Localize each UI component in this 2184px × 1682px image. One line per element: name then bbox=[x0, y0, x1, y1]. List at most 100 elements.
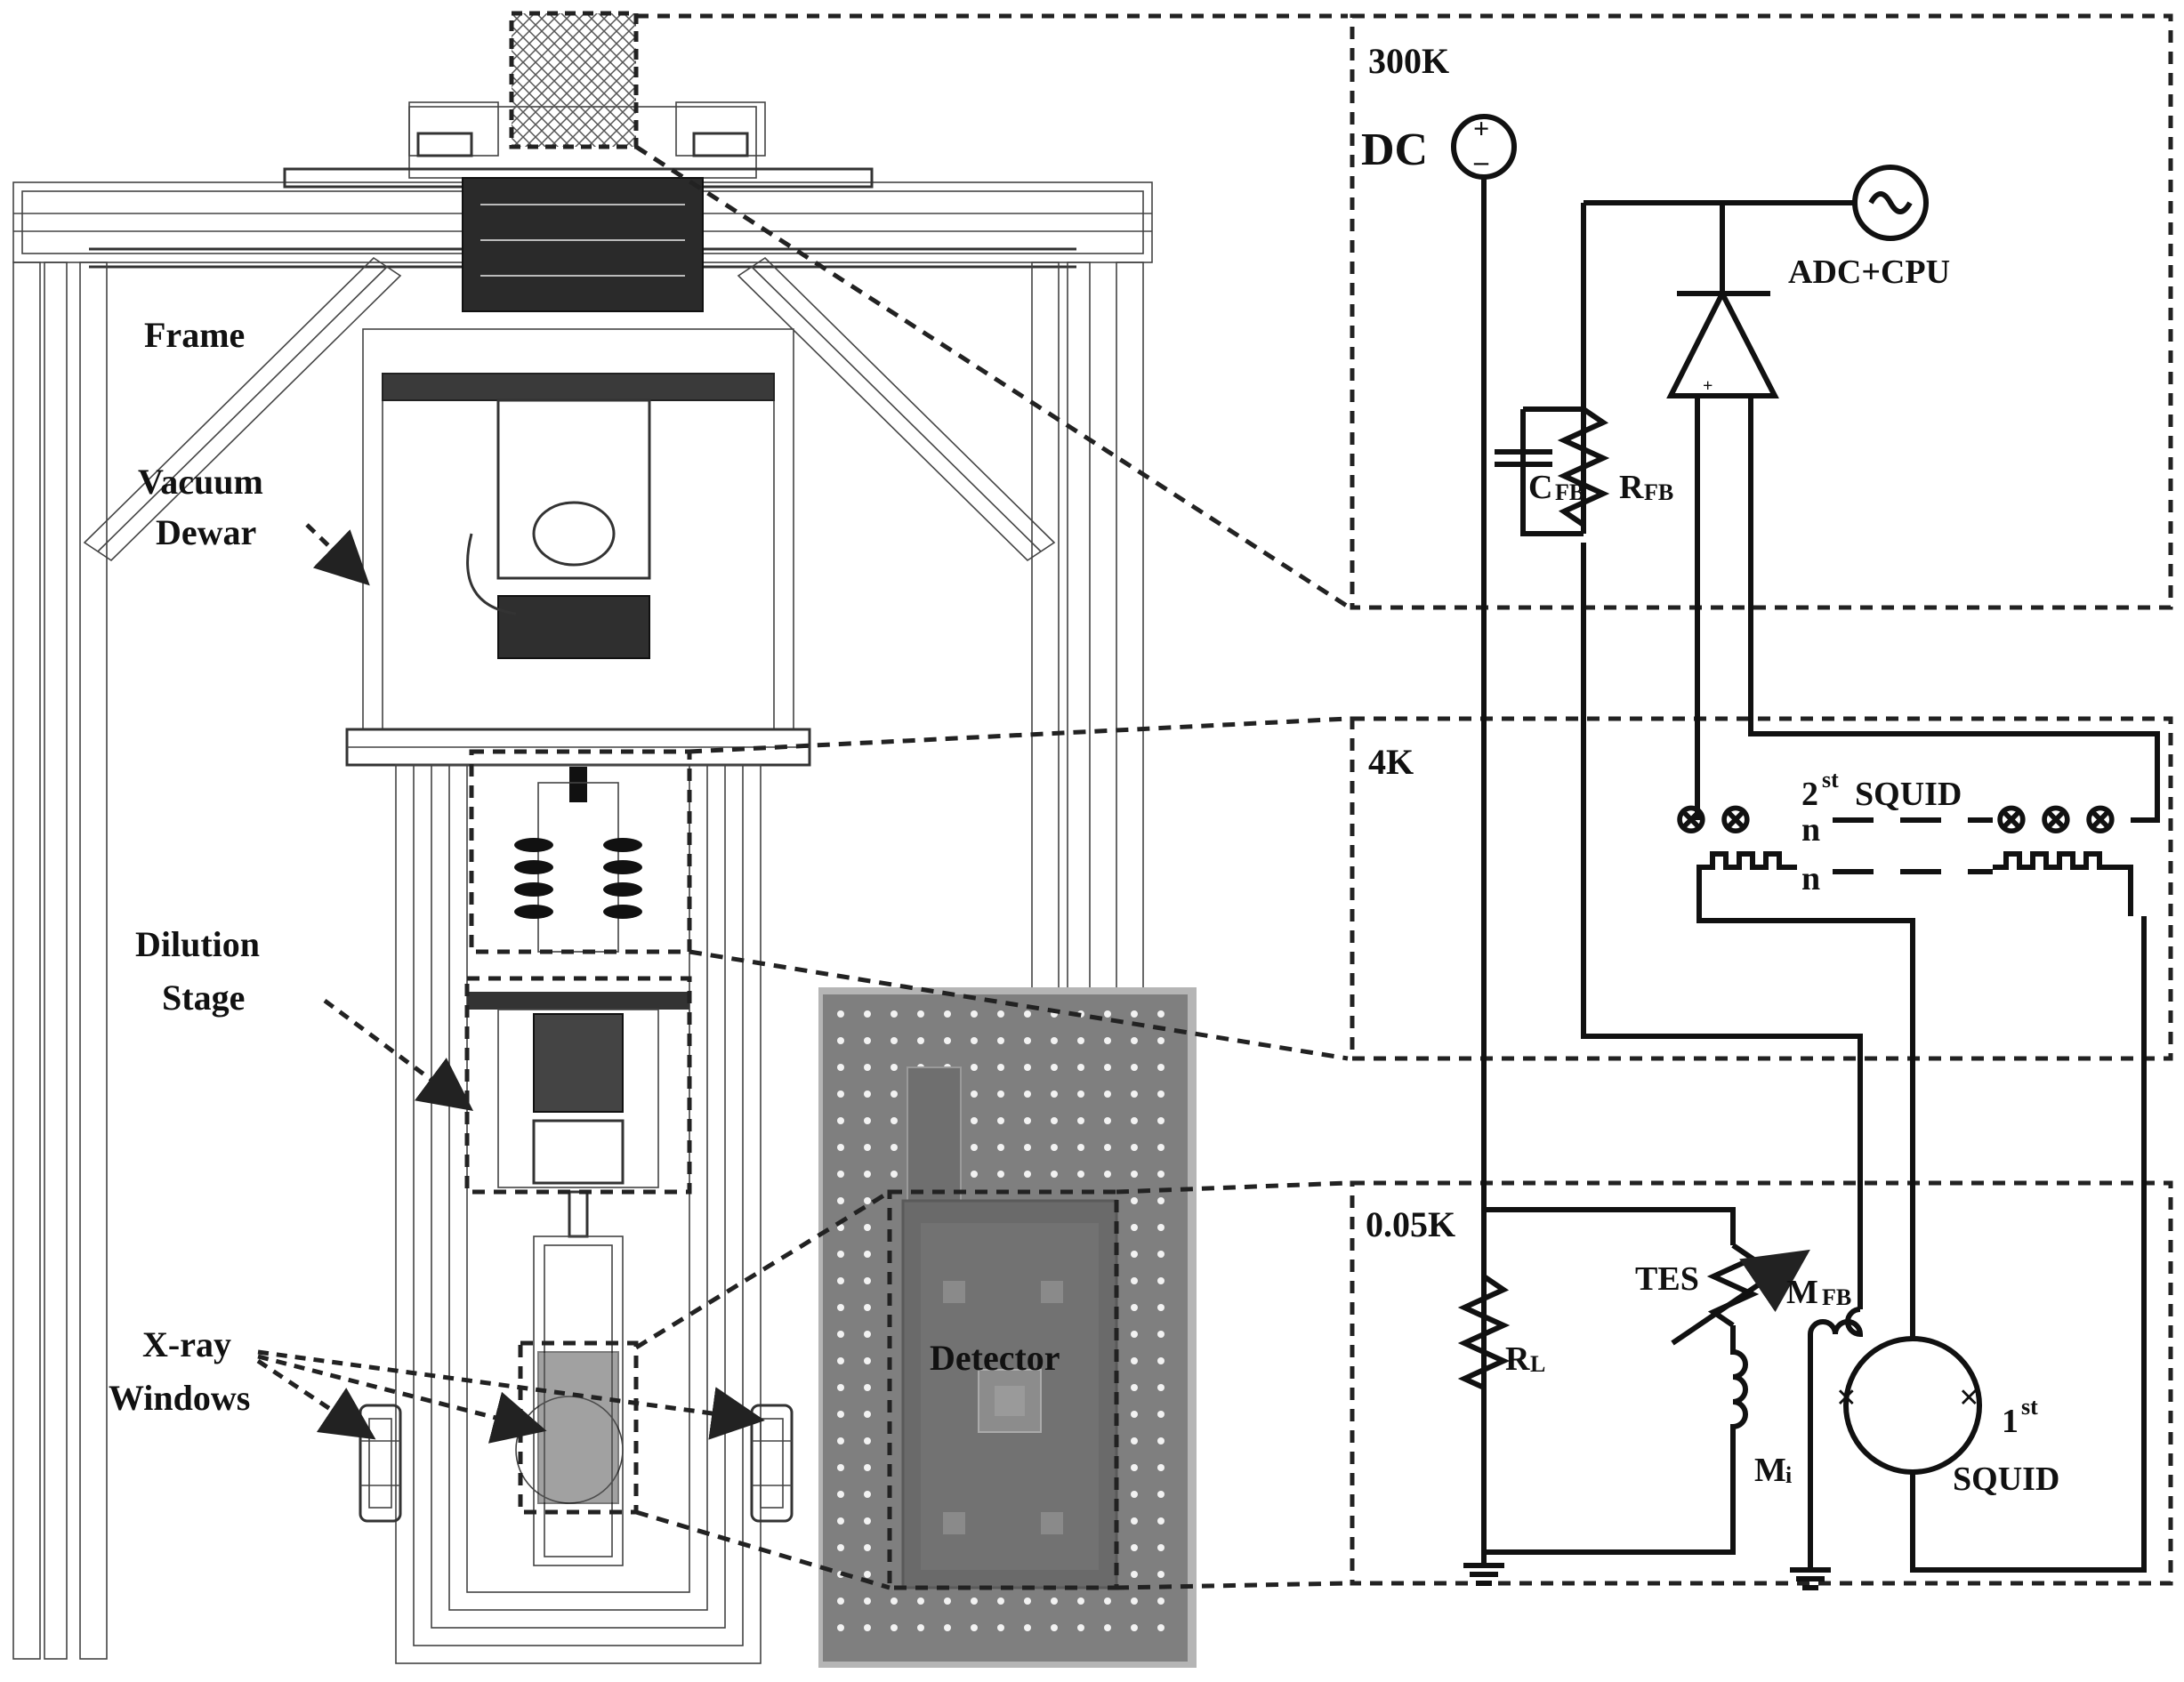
detector-inset: Detector bbox=[818, 987, 1197, 1668]
detector-hole bbox=[917, 1010, 924, 1018]
detector-hole bbox=[1024, 1117, 1031, 1124]
detector-hole bbox=[1131, 1437, 1138, 1445]
detector-hole bbox=[1157, 1010, 1165, 1018]
detector-hole bbox=[1131, 1064, 1138, 1071]
detector-hole bbox=[891, 1037, 898, 1044]
detector-hole bbox=[997, 1010, 1004, 1018]
detector-hole bbox=[1051, 1090, 1058, 1098]
detector-hole bbox=[864, 1384, 871, 1391]
detector-hole bbox=[917, 1597, 924, 1605]
detector-hole bbox=[944, 1597, 951, 1605]
squid2-n-top: n bbox=[1801, 811, 1820, 849]
detector-hole bbox=[1157, 1491, 1165, 1498]
detector-hole bbox=[971, 1010, 978, 1018]
squid2-n-bottom: n bbox=[1801, 860, 1820, 897]
detector-hole bbox=[971, 1064, 978, 1071]
detector-hole bbox=[1077, 1624, 1084, 1631]
detector-hole bbox=[1131, 1464, 1138, 1471]
detector-hole bbox=[1131, 1037, 1138, 1044]
detector-hole bbox=[971, 1597, 978, 1605]
detector-hole bbox=[837, 1411, 844, 1418]
zoom-guide-lines bbox=[634, 13, 1354, 1590]
detector-hole bbox=[971, 1037, 978, 1044]
detector-hole bbox=[1131, 1251, 1138, 1258]
readout-circuit: 300K 4K 0.05K DC + – R L TES M i M bbox=[1350, 13, 2173, 1590]
detector-hole bbox=[997, 1624, 1004, 1631]
detector-hole bbox=[864, 1171, 871, 1178]
squid1-junction-left: × bbox=[1836, 1377, 1857, 1417]
mfb-label: M bbox=[1786, 1274, 1818, 1311]
detector-hole bbox=[837, 1197, 844, 1204]
svg-text:L: L bbox=[1530, 1351, 1545, 1377]
detector-hole bbox=[891, 1597, 898, 1605]
vacuum-dewar-label-1: Vacuum bbox=[138, 462, 263, 502]
top-flange bbox=[283, 11, 874, 312]
detector-hole bbox=[1077, 1144, 1084, 1151]
detector-hole bbox=[864, 1304, 871, 1311]
detector-hole bbox=[1104, 1597, 1111, 1605]
detector-hole bbox=[1131, 1304, 1138, 1311]
detector-hole bbox=[1024, 1144, 1031, 1151]
detector-hole bbox=[997, 1090, 1004, 1098]
detector-hole bbox=[864, 1624, 871, 1631]
detector-hole bbox=[864, 1597, 871, 1605]
detector-hole bbox=[1131, 1331, 1138, 1338]
detector-hole bbox=[1077, 1064, 1084, 1071]
vacuum-dewar-label-2: Dewar bbox=[156, 512, 256, 552]
detector-hole bbox=[864, 1090, 871, 1098]
detector-hole bbox=[837, 1224, 844, 1231]
4k-zoom-region bbox=[469, 749, 692, 954]
detector-hole bbox=[891, 1117, 898, 1124]
detector-hole bbox=[997, 1117, 1004, 1124]
dc-source-label: DC bbox=[1361, 125, 1428, 175]
detector-hole bbox=[1077, 1037, 1084, 1044]
detector-hole bbox=[1157, 1144, 1165, 1151]
rl-label: R bbox=[1505, 1340, 1530, 1378]
detector-hole bbox=[837, 1357, 844, 1364]
detector-hole bbox=[837, 1117, 844, 1124]
detector-hole bbox=[891, 1064, 898, 1071]
detector-hole bbox=[837, 1491, 844, 1498]
detector-hole bbox=[864, 1277, 871, 1284]
detector-hole bbox=[1131, 1384, 1138, 1391]
detector-hole bbox=[1051, 1171, 1058, 1178]
dilution-zoom-region bbox=[464, 976, 692, 1195]
detector-hole bbox=[864, 1251, 871, 1258]
detector-hole bbox=[1131, 1090, 1138, 1098]
detector-hole bbox=[837, 1437, 844, 1445]
detector-hole bbox=[1131, 1357, 1138, 1364]
detector-hole bbox=[1104, 1144, 1111, 1151]
detector-hole bbox=[1024, 1090, 1031, 1098]
detector-hole bbox=[1051, 1117, 1058, 1124]
detector-hole bbox=[997, 1144, 1004, 1151]
detector-hole bbox=[1157, 1090, 1165, 1098]
detector-hole bbox=[1131, 1517, 1138, 1525]
dilution-stage-arrow bbox=[323, 998, 474, 1111]
detector-hole bbox=[1157, 1517, 1165, 1525]
lower-column bbox=[395, 764, 762, 1664]
vacuum-dewar bbox=[345, 328, 811, 767]
svg-text:st: st bbox=[1822, 767, 1839, 793]
detector-hole bbox=[1157, 1464, 1165, 1471]
detector-hole bbox=[917, 1037, 924, 1044]
detector-hole bbox=[1157, 1224, 1165, 1231]
detector-hole bbox=[944, 1624, 951, 1631]
detector-hole bbox=[1157, 1277, 1165, 1284]
detector-hole bbox=[864, 1544, 871, 1551]
amplifier-icon bbox=[1666, 287, 1779, 398]
detector-hole bbox=[891, 1090, 898, 1098]
detector-hole bbox=[891, 1144, 898, 1151]
adc-cpu-label: ADC+CPU bbox=[1788, 254, 1950, 291]
detector-hole bbox=[1157, 1037, 1165, 1044]
detector-hole bbox=[997, 1037, 1004, 1044]
detector-hole bbox=[1157, 1171, 1165, 1178]
svg-text:⊗: ⊗ bbox=[1717, 793, 1754, 843]
detector-hole bbox=[1104, 1117, 1111, 1124]
detector-hole bbox=[1157, 1544, 1165, 1551]
detector-hole bbox=[1157, 1624, 1165, 1631]
detector-hole bbox=[891, 1010, 898, 1018]
detector-hole bbox=[1131, 1171, 1138, 1178]
svg-text:+: + bbox=[1703, 376, 1713, 396]
detector-hole bbox=[864, 1064, 871, 1071]
detector-hole bbox=[1104, 1037, 1111, 1044]
